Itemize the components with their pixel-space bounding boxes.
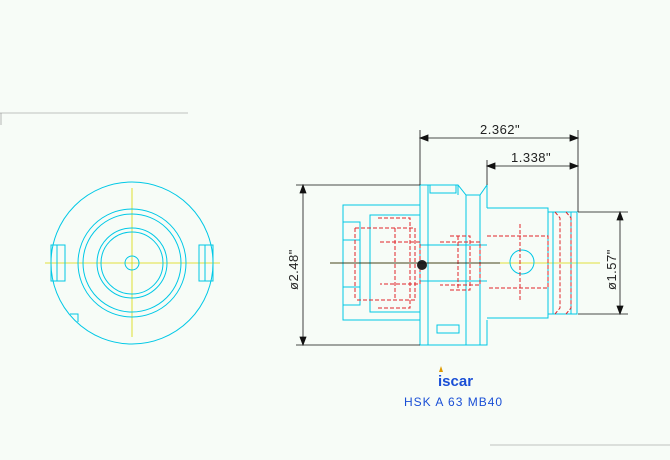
logo-text: iscar <box>438 373 473 390</box>
end-view-outline <box>50 181 214 345</box>
dimensions <box>296 130 628 347</box>
side-view-hidden <box>354 211 572 315</box>
overall-length-label: 2.362" <box>480 122 520 137</box>
model-label: HSK A 63 MB40 <box>404 395 503 409</box>
shank-length-label: 1.338" <box>511 150 551 165</box>
flange-diameter-label: ø2.48" <box>286 249 301 290</box>
end-view <box>45 181 220 345</box>
iscar-logo: iscar <box>438 366 473 390</box>
ball-feature <box>417 260 427 270</box>
bore-diameter-label: ø1.57" <box>604 249 619 290</box>
side-view <box>330 183 600 346</box>
side-view-outline <box>342 183 578 346</box>
frame-lines <box>0 112 670 446</box>
